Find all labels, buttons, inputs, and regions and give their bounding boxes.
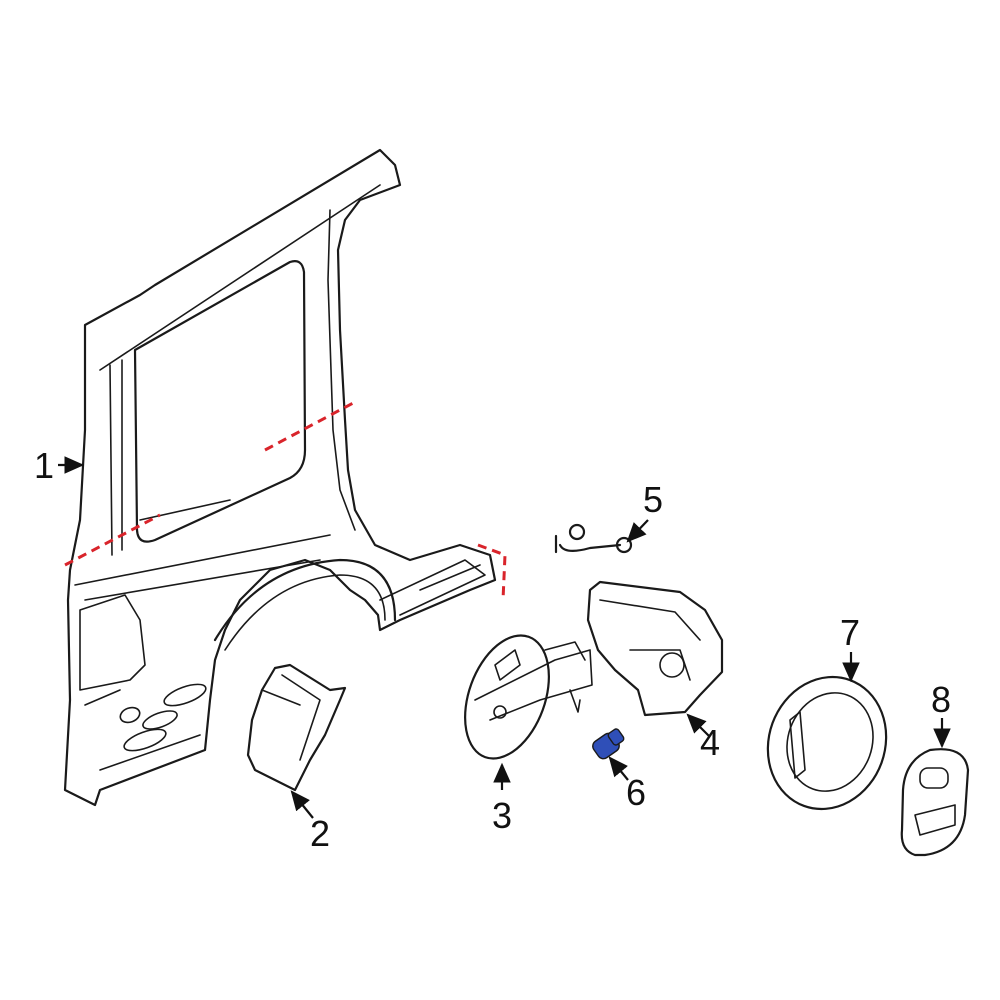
- filler-ring-part: [766, 675, 888, 811]
- callout-2: 2: [310, 813, 330, 854]
- section-cut-lines: [64, 400, 507, 601]
- tether-part: [554, 523, 633, 554]
- fuel-door-part: [464, 634, 593, 760]
- quarter-panel: [63, 148, 497, 807]
- callout-6: 6: [626, 772, 646, 813]
- callout-1: 1: [34, 445, 54, 486]
- fuel-housing-part: [586, 580, 724, 717]
- callout-8: 8: [931, 679, 951, 720]
- callout-4: 4: [700, 722, 720, 763]
- plunger-part: [592, 728, 625, 760]
- callout-3: 3: [492, 795, 512, 836]
- callout-7: 7: [840, 612, 860, 653]
- liner-part: [246, 663, 347, 792]
- callout-5: 5: [643, 479, 663, 520]
- leader-lines: [58, 456, 951, 819]
- pocket-part: [900, 748, 970, 857]
